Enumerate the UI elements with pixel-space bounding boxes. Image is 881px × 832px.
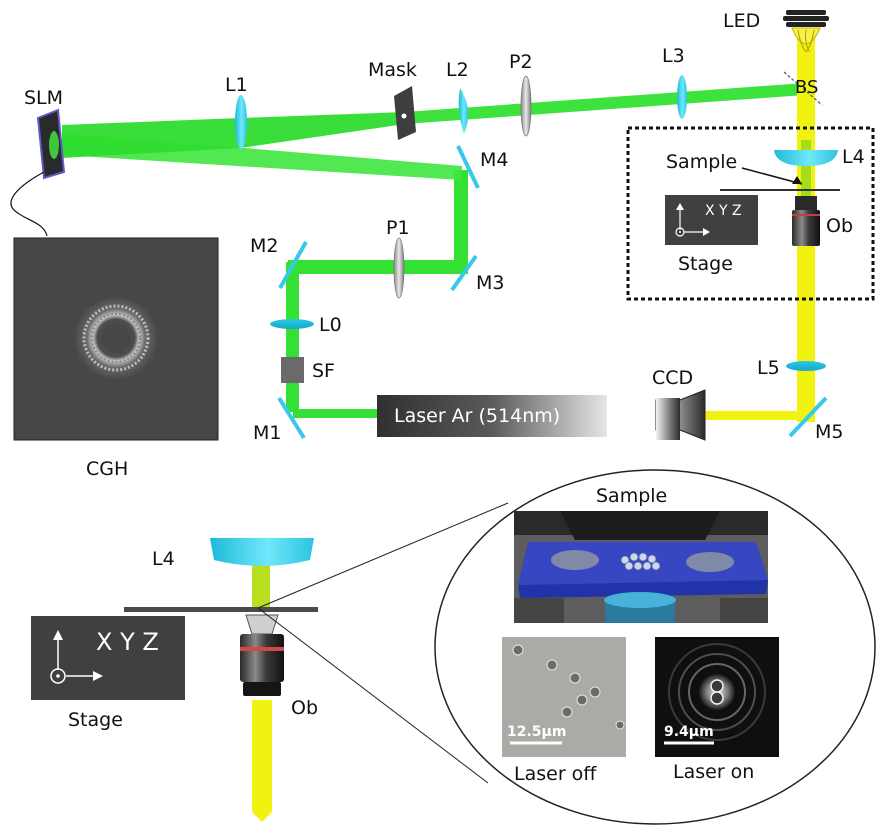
label-m5: M5 [815, 421, 843, 443]
label-l2: L2 [446, 59, 469, 81]
label-m4: M4 [480, 149, 508, 171]
beam-mask-to-bs [405, 83, 805, 124]
label-cgh: CGH [86, 458, 128, 480]
caption-laser-off: Laser off [514, 763, 597, 785]
label-stage-detail: Stage [68, 709, 123, 731]
label-l5: L5 [757, 357, 780, 379]
label-sample: Sample [666, 151, 737, 173]
beam-m5-to-ccd [700, 411, 810, 420]
label-bs: BS [795, 77, 818, 98]
label-xyz-detail: X Y Z [96, 628, 159, 656]
objective-ob-small [792, 210, 820, 246]
lens-l1: L1 [225, 74, 248, 149]
image-laser-on: 9.4μm Laser on [655, 637, 779, 783]
caption-laser-on: Laser on [673, 761, 754, 783]
beam-laser-to-m1 [293, 409, 378, 418]
label-l0: L0 [319, 314, 342, 336]
spatial-filter-sf: SF [281, 357, 335, 383]
label-l1: L1 [225, 74, 248, 96]
sample-photo [514, 511, 768, 623]
label-m1: M1 [253, 422, 281, 444]
lens-l4-detail [210, 538, 314, 566]
objective-ob-detail [240, 634, 284, 682]
sample-plate-detail [124, 607, 318, 612]
microscope-stage-box: L4 Sample Ob X Y Z Stage [626, 126, 875, 301]
label-m3: M3 [476, 272, 504, 294]
cgh-pattern: CGH [13, 237, 219, 480]
image-laser-off: 12.5μm Laser off [502, 637, 626, 785]
slm-cable [10, 171, 48, 237]
label-l4: L4 [842, 146, 865, 168]
ccd-camera: CCD [652, 367, 706, 441]
label-mask: Mask [368, 59, 417, 81]
label-sf: SF [312, 360, 335, 382]
beam-bs-to-sample [801, 140, 811, 200]
polarizer-p2: P2 [509, 51, 533, 137]
inset-sample-title: Sample [596, 485, 667, 507]
mirror-m3: M3 [450, 254, 504, 294]
label-ccd: CCD [652, 367, 693, 389]
laser-beam-path [62, 83, 805, 418]
led: LED [723, 10, 829, 53]
stage-box-detail [31, 616, 185, 700]
detail-view: L4 Ob X Y Z Stage [31, 502, 509, 822]
beam-m3-to-m4 [454, 170, 468, 274]
mirror-m2: M2 [250, 235, 308, 289]
label-m2: M2 [250, 235, 278, 257]
scale-label-on: 9.4μm [664, 724, 714, 740]
label-laser: Laser Ar (514nm) [394, 405, 560, 427]
label-l3: L3 [662, 45, 685, 67]
beam-m2-to-m3 [288, 260, 460, 274]
polarizer-p1: P1 [386, 217, 410, 299]
slm: SLM [24, 87, 66, 180]
label-p1: P1 [386, 217, 410, 239]
lens-l5: L5 [757, 357, 826, 379]
label-ob: Ob [826, 215, 853, 237]
mirror-m1: M1 [253, 396, 306, 444]
mirror-m5: M5 [788, 396, 843, 443]
label-l4-detail: L4 [152, 548, 175, 570]
lens-l2: L2 [446, 59, 469, 134]
label-ob-detail: Ob [291, 697, 318, 719]
label-p2: P2 [509, 51, 533, 73]
label-led: LED [723, 10, 760, 32]
scale-label-off: 12.5μm [507, 724, 566, 740]
mask: Mask [368, 59, 417, 140]
mirror-m4: M4 [456, 145, 508, 189]
lens-l4-small [774, 150, 838, 166]
label-slm: SLM [24, 87, 63, 109]
beam-splitter-bs: BS [783, 71, 823, 106]
label-xyz-small: X Y Z [705, 203, 742, 219]
beam-m1-to-m2 [286, 262, 299, 412]
lens-l3: L3 [662, 45, 687, 119]
inset-circle: Sample [434, 469, 876, 825]
beam-slm-to-mask [62, 112, 405, 158]
laser-argon: Laser Ar (514nm) [377, 395, 607, 437]
lens-l0: L0 [270, 314, 342, 336]
label-stage: Stage [678, 253, 733, 275]
